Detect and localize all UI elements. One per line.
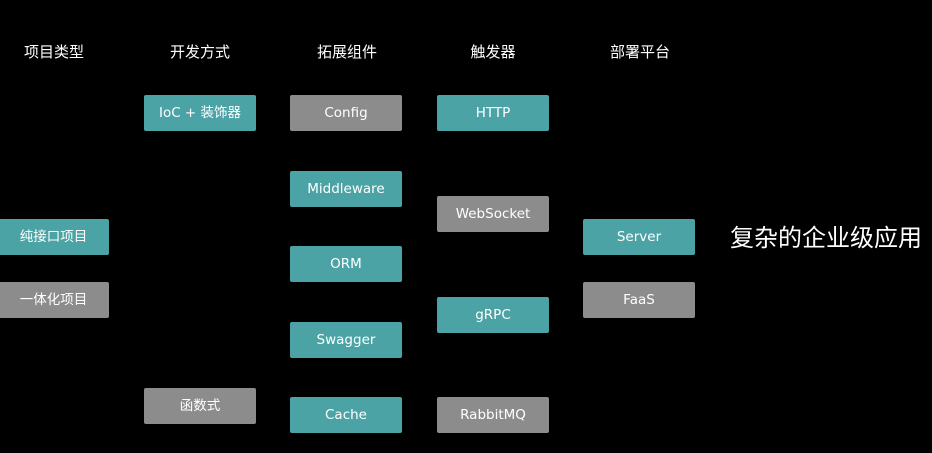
box-project-fullstack: 一体化项目 — [0, 282, 109, 318]
header-dev-style: 开发方式 — [169, 43, 230, 61]
box-ext-config: Config — [290, 95, 402, 131]
box-deploy-server: Server — [583, 219, 695, 255]
box-deploy-faas: FaaS — [583, 282, 695, 318]
header-project-type: 项目类型 — [23, 43, 84, 61]
box-dev-functional: 函数式 — [144, 388, 256, 424]
box-trigger-http: HTTP — [437, 95, 549, 131]
box-ext-orm: ORM — [290, 246, 402, 282]
header-extensions: 拓展组件 — [316, 43, 377, 61]
box-ext-swagger: Swagger — [290, 322, 402, 358]
header-triggers: 触发器 — [470, 43, 516, 61]
box-trigger-grpc: gRPC — [437, 297, 549, 333]
box-trigger-rabbitmq: RabbitMQ — [437, 397, 549, 433]
box-project-api: 纯接口项目 — [0, 219, 109, 255]
box-ext-middleware: Middleware — [290, 171, 402, 207]
header-deploy: 部署平台 — [609, 43, 670, 61]
box-dev-ioc: IoC + 装饰器 — [144, 95, 256, 131]
enterprise-app-label: 复杂的企业级应用 — [730, 224, 922, 252]
box-trigger-websocket: WebSocket — [437, 196, 549, 232]
box-ext-cache: Cache — [290, 397, 402, 433]
